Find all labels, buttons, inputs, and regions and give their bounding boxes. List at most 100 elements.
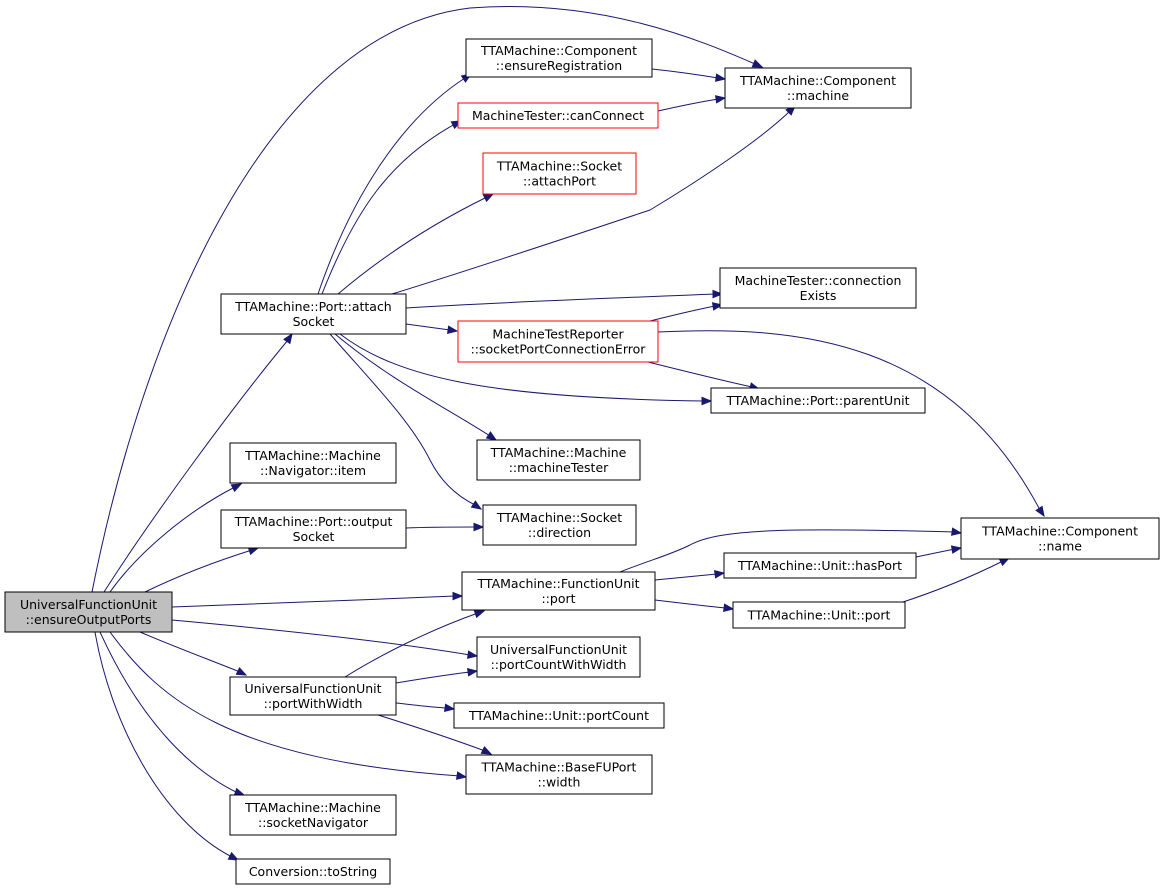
node-label-line: TTAMachine::Unit::port (747, 608, 891, 623)
node-label-line: ::portWithWidth (264, 696, 363, 711)
node-label-line: ::ensureRegistration (496, 58, 622, 73)
node-parentUnit[interactable]: TTAMachine::Port::parentUnit (710, 387, 926, 414)
edge-fuPort-to-unitPort (654, 599, 735, 613)
edge-line (344, 612, 479, 678)
node-socketNavigator[interactable]: TTAMachine::Machine::socketNavigator (229, 794, 397, 836)
edge-arrowhead (452, 591, 464, 601)
edge-mtrError-to-connExists (649, 302, 724, 322)
node-label-line: MachineTester::canConnect (472, 108, 644, 123)
node-canConnect[interactable]: MachineTester::canConnect (457, 102, 659, 129)
edge-line (99, 631, 239, 794)
node-label-line: TTAMachine::Port::attach (234, 299, 392, 314)
node-label-line: ::attachPort (523, 174, 596, 189)
node-label-line: TTAMachine::Machine (244, 448, 381, 463)
node-portCountWithWidth[interactable]: UniversalFunctionUnit::portCountWithWidt… (476, 636, 641, 678)
node-label-line: ::ensureOutputPorts (26, 612, 152, 627)
node-box (229, 794, 397, 836)
node-box (710, 387, 926, 414)
node-navItem[interactable]: TTAMachine::Machine::Navigator::item (229, 442, 397, 484)
node-fuPort[interactable]: TTAMachine::FunctionUnit::port (461, 571, 656, 611)
edge-line (649, 305, 716, 322)
node-box (235, 858, 391, 885)
edge-hasPort-to-compName (915, 545, 963, 558)
edge-line (94, 631, 233, 858)
edge-line (619, 529, 956, 573)
node-label-line: ::machine (787, 88, 849, 103)
node-ensureReg[interactable]: TTAMachine::Component::ensureRegistratio… (465, 38, 653, 78)
edge-line (405, 293, 716, 309)
node-box (229, 442, 397, 484)
node-mtrError[interactable]: MachineTestReporter::socketPortConnectio… (457, 320, 659, 363)
edge-line (899, 560, 1004, 604)
node-label-line: TTAMachine::Component (480, 43, 637, 58)
node-toString[interactable]: Conversion::toString (235, 858, 391, 885)
edge-line (651, 68, 719, 79)
node-unitPort[interactable]: TTAMachine::Unit::port (732, 601, 906, 629)
node-compName[interactable]: TTAMachine::Component::name (960, 517, 1160, 560)
edge-line (139, 631, 241, 673)
edge-layer (91, 5, 1045, 861)
node-label-line: TTAMachine::Unit::hasPort (737, 558, 902, 573)
node-label-line: UniversalFunctionUnit (244, 681, 381, 696)
node-box (457, 102, 659, 129)
node-portWithWidth[interactable]: UniversalFunctionUnit::portWithWidth (229, 676, 397, 716)
node-box (719, 267, 917, 309)
edge-arrowhead (701, 396, 713, 406)
edge-line (654, 599, 727, 609)
node-sockAttachPort[interactable]: TTAMachine::Socket::attachPort (482, 152, 637, 195)
node-box (723, 552, 917, 579)
edge-fuPort-to-hasPort (654, 569, 726, 581)
node-box (732, 601, 906, 629)
edge-fuPort-to-compName (619, 527, 963, 573)
node-box (229, 676, 397, 716)
node-box (457, 320, 659, 363)
edge-attachSocket-to-mtrError (405, 323, 459, 334)
node-box (220, 293, 407, 335)
node-label-line: UniversalFunctionUnit (20, 597, 157, 612)
edge-arrowhead (466, 650, 479, 659)
edge-root-to-toString (94, 631, 240, 861)
node-baseWidth[interactable]: TTAMachine::BaseFUPort::width (465, 754, 653, 795)
node-portCount[interactable]: TTAMachine::Unit::portCount (453, 702, 665, 729)
edge-line (144, 549, 253, 593)
node-label-line: ::socketNavigator (258, 815, 369, 830)
node-label-line: MachineTestReporter (492, 327, 624, 342)
edge-portWithWidth-to-fuPort (344, 609, 486, 678)
node-box (220, 509, 407, 549)
node-hasPort[interactable]: TTAMachine::Unit::hasPort (723, 552, 917, 579)
node-label-line: TTAMachine::Socket (496, 510, 622, 525)
node-label-line: Socket (293, 314, 335, 329)
edge-attachSocket-to-compMachine (391, 105, 796, 295)
edge-root-to-navItem (109, 483, 243, 593)
edge-root-to-compMachine (91, 5, 764, 593)
edge-portWithWidth-to-baseWidth (377, 714, 493, 755)
edge-line (377, 714, 486, 752)
node-direction[interactable]: TTAMachine::Socket::direction (482, 504, 637, 546)
node-machineTester[interactable]: TTAMachine::Machine::machineTester (476, 439, 641, 481)
node-label-line: TTAMachine::Component (981, 524, 1138, 539)
edge-line (91, 5, 756, 593)
edge-arrowhead (446, 325, 459, 334)
edge-root-to-fuPort (171, 591, 464, 608)
edge-arrowhead (455, 771, 468, 780)
edge-arrowhead (230, 483, 243, 493)
edge-mtrError-to-compName (657, 330, 1045, 518)
node-label-line: ::width (538, 775, 581, 790)
edge-mtrError-to-parentUnit (647, 361, 761, 391)
node-label-line: Exists (800, 288, 837, 303)
node-label-line: UniversalFunctionUnit (490, 642, 627, 657)
edge-arrowhead (444, 703, 456, 713)
node-label-line: ::port (541, 591, 575, 606)
edge-line (915, 548, 956, 558)
node-label-line: Socket (293, 529, 335, 544)
node-label-line: ::direction (528, 525, 591, 540)
node-compMachine[interactable]: TTAMachine::Component::machine (724, 67, 912, 109)
edge-line (171, 619, 471, 656)
edge-attachSocket-to-canConnect (321, 120, 463, 295)
edge-arrowhead (470, 500, 483, 510)
edge-arrowhead (466, 668, 479, 677)
